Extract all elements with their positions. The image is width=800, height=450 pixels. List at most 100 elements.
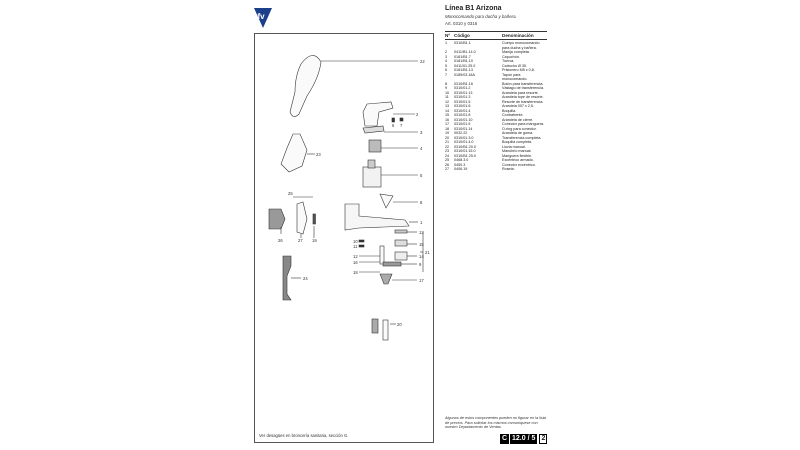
part-code: 0181/B1.7 — [454, 54, 471, 59]
transfer-button-part — [379, 193, 394, 209]
part-code: 0310/B1.20.0 — [454, 144, 476, 149]
part-number: 6 — [445, 68, 448, 72]
section-number: 12.0 / 5 — [510, 434, 538, 444]
part-code: 0310/01.4 — [454, 108, 471, 113]
part-number: 16 — [445, 117, 450, 122]
article-codes: Art. 0310 y 0316 — [445, 21, 478, 26]
page-reference: C 12.0 / 5 2 — [500, 434, 548, 444]
frame-note: Ver desagües en broncería sanitaria, sec… — [259, 433, 349, 438]
part-description: Excéntrico armado. — [502, 158, 534, 162]
transfer-spring-part — [379, 245, 385, 265]
callout-26: 26 — [278, 238, 283, 243]
part-description: Boquilla completa. — [502, 140, 533, 144]
cap-part — [362, 125, 385, 134]
callout-11: 11 — [353, 244, 358, 249]
part-code: 0310/01.10 — [454, 117, 473, 122]
rosette-part — [296, 201, 308, 235]
mixer-body-part — [344, 203, 410, 231]
part-description: Boquilla. — [502, 108, 517, 113]
callout-21: 21 — [425, 250, 430, 255]
face-plate-part — [394, 239, 408, 247]
part-code: 0189/03.18A — [454, 72, 475, 77]
col-num-header: Nº — [445, 33, 450, 38]
part-code: 0310/01.14 — [454, 126, 473, 131]
washer-007-part — [394, 229, 408, 234]
spring-washer-part — [358, 239, 365, 243]
table-row: 16 0310/01.10 Arandela de cierre. — [445, 118, 547, 123]
table-top-rule — [445, 31, 547, 32]
callout-27: 27 — [298, 238, 303, 243]
part-description: Resorte de transferencia. — [502, 99, 544, 104]
callout-8: 8 — [420, 200, 423, 205]
part-code: 0032.22 — [454, 131, 468, 135]
part-description: Botón para transferencia. — [502, 81, 544, 86]
part-number: 2 — [445, 50, 448, 54]
part-description: para ducha y bañera. — [502, 45, 537, 50]
part-number: 1 — [445, 41, 448, 45]
part-code: 0310/01.3 — [454, 95, 471, 99]
part-description: Arandela tope de resorte. — [502, 95, 544, 99]
exploded-parts-diagram: 22 23 2 6 7 3 4 5 25 8 1 26 27 19 13 10 … — [268, 55, 430, 341]
part-code: 0310/01.8 — [454, 113, 471, 117]
part-number: 27 — [445, 167, 450, 171]
part-number: 4 — [445, 59, 448, 63]
callout-7: 7 — [400, 123, 403, 128]
part-code: 0310/B1.16 — [454, 81, 473, 86]
part-description: Cartucho Ø 35. — [502, 63, 528, 68]
callout-13: 13 — [419, 230, 424, 235]
col-desc-header: Denominación — [502, 33, 534, 38]
part-code: 0181/B1.13 — [454, 68, 473, 72]
part-description: Contrafrente. — [502, 113, 524, 117]
callout-5: 5 — [420, 173, 423, 178]
table-row: 2 0411/B1.14.0 Manija completa. — [445, 50, 547, 55]
part-code: 0310/B1.1 — [454, 41, 471, 45]
part-number: 22 — [445, 144, 450, 149]
part-number: 21 — [445, 140, 450, 144]
part-description: Tuerca. — [502, 59, 515, 63]
rubber-washer-part — [312, 213, 316, 225]
col-code-header: Código — [454, 33, 470, 38]
callout-12: 12 — [353, 254, 358, 259]
part-description: Manija completa. — [502, 50, 530, 54]
part-description: Capuchón. — [502, 54, 520, 59]
part-number: 20 — [445, 135, 450, 140]
part-code: 0411/01.25.0 — [454, 63, 476, 68]
svg-text:fv: fv — [258, 12, 266, 21]
hand-shower-part — [289, 55, 322, 117]
part-description: Prisionero M5 x 0,8. — [502, 68, 535, 72]
part-number: 5 — [445, 63, 448, 68]
part-number: 13 — [445, 104, 450, 108]
part-number: 7 — [445, 72, 448, 77]
part-description: Manubrio manual. — [502, 149, 532, 153]
part-number: 17 — [445, 122, 450, 126]
part-code: 0310/01.2 — [454, 86, 471, 90]
part-description: Arandela de cierre. — [502, 117, 534, 122]
part-description: Vástago de transferencia. — [502, 86, 545, 90]
part-description: Transferencia completa. — [502, 135, 542, 140]
callout-20: 20 — [397, 322, 402, 327]
part-description: Roseta. — [502, 167, 515, 171]
table-row: para ducha y bañera. — [445, 46, 547, 51]
hose-connector-part — [379, 273, 393, 285]
callout-18: 18 — [353, 270, 358, 275]
part-number: 18 — [445, 126, 450, 131]
cap-plug-part — [399, 117, 404, 122]
callout-14: 14 — [419, 254, 424, 259]
part-code: 0411/B1.14.0 — [454, 50, 476, 54]
callout-22: 22 — [420, 59, 425, 64]
table-header-rule — [445, 39, 547, 40]
callout-24: 24 — [303, 276, 308, 281]
shower-holder-part — [280, 133, 308, 173]
